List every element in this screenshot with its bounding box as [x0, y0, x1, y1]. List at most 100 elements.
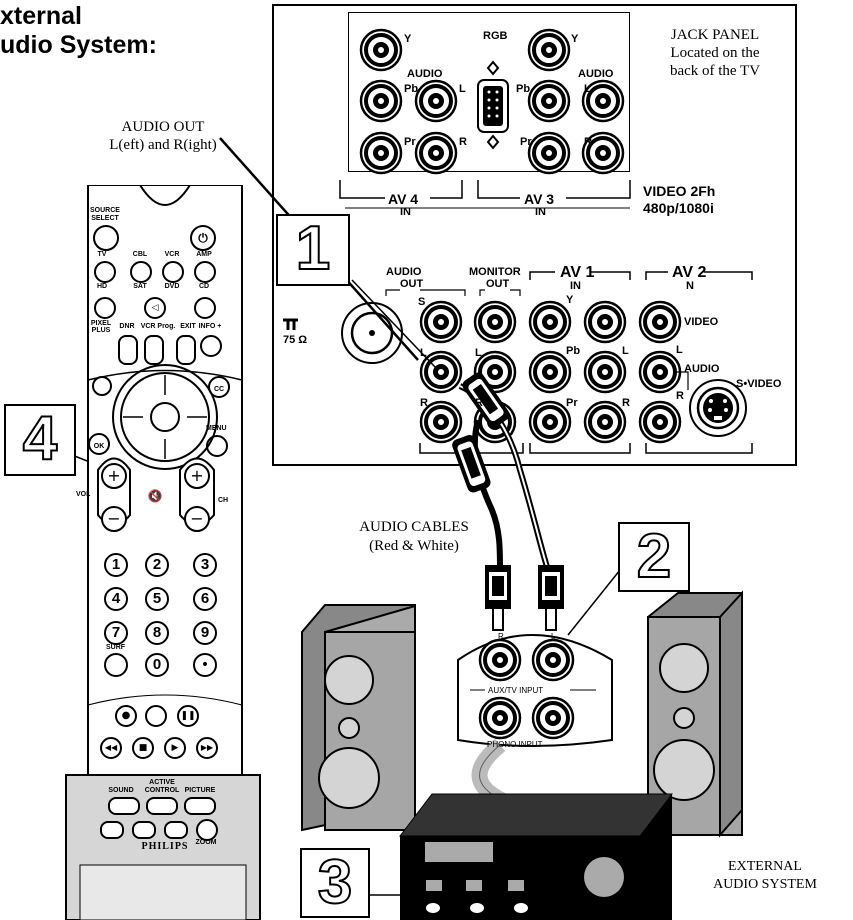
av3-pr-jack: [527, 131, 571, 175]
picture-mode-button[interactable]: [184, 797, 216, 815]
cbl-label: CBL: [132, 251, 148, 258]
cable-plug-white: [462, 372, 510, 428]
dot-button[interactable]: •: [193, 653, 217, 677]
info-button[interactable]: [200, 335, 222, 357]
jack-panel-line2: Located on the: [670, 45, 760, 61]
rgb-label: RGB: [483, 30, 508, 42]
active-control-button[interactable]: [146, 797, 178, 815]
nav-pad[interactable]: [113, 365, 217, 469]
ok-button[interactable]: OK: [88, 433, 110, 455]
mute-button[interactable]: 🔇: [146, 487, 164, 505]
sound-mode-button[interactable]: [108, 797, 140, 815]
menu-label: MENU: [206, 425, 227, 432]
mode-amp-button[interactable]: [194, 261, 216, 283]
jack-panel-caption: JACK PANEL Located on the back of the TV: [640, 26, 790, 80]
av3-audio-label: AUDIO: [578, 68, 614, 80]
source-select-button[interactable]: [93, 225, 119, 251]
vcr-prog-button[interactable]: [144, 335, 164, 365]
format-button[interactable]: [194, 297, 216, 319]
teletext-button[interactable]: [92, 376, 112, 396]
exit-label: EXIT: [180, 323, 196, 330]
dnr-label: DNR: [119, 323, 135, 330]
av2-l-label: L: [676, 344, 683, 356]
step-3-box: 3: [300, 848, 370, 918]
digit-6-button[interactable]: 6: [193, 587, 217, 611]
aux-button-3[interactable]: [164, 821, 188, 839]
av2-audio-l-jack: [638, 350, 682, 394]
digit-3-label: 3: [200, 556, 210, 573]
receiver: [398, 793, 674, 920]
digit-3-button[interactable]: 3: [193, 553, 217, 577]
aux-tv-input-label: AUX/TV INPUT: [488, 686, 544, 695]
av4-audio-l-jack: [414, 79, 458, 123]
cc-button[interactable]: CC: [208, 376, 230, 398]
digit-8-button[interactable]: 8: [145, 621, 169, 645]
rewind-button[interactable]: ◀◀: [100, 737, 122, 759]
mute-icon: 🔇: [147, 489, 163, 503]
select-label: SELECT: [91, 215, 119, 222]
pixel-label: PIXEL: [90, 320, 112, 327]
av1-l-jack: [583, 300, 627, 344]
stop-button[interactable]: ■: [132, 737, 154, 759]
svideo-jack: [689, 379, 747, 437]
av1-pr-label: Pr: [566, 397, 578, 409]
digit-7-button[interactable]: 7: [104, 621, 128, 645]
zoom-label: ZOOM: [195, 839, 217, 846]
zoom-button[interactable]: [196, 819, 218, 841]
dnr-button[interactable]: [118, 335, 138, 365]
ch-up-button[interactable]: +: [190, 466, 204, 485]
monitor-label: MONITOR: [469, 266, 521, 278]
digit-0-button[interactable]: 0: [145, 653, 169, 677]
mode-cbl-button[interactable]: [130, 261, 152, 283]
audio-out-caption: AUDIO OUT L(eft) and R(ight): [78, 118, 248, 154]
play-button[interactable]: ▶: [164, 737, 186, 759]
record-button[interactable]: ●: [115, 705, 137, 727]
digit-9-label: 9: [200, 624, 210, 641]
plug-r-lower: [485, 565, 511, 631]
power-button[interactable]: ⏻: [190, 225, 216, 251]
digit-5-button[interactable]: 5: [145, 587, 169, 611]
av1-in-label: IN: [570, 280, 581, 292]
digit-9-button[interactable]: 9: [193, 621, 217, 645]
left-speaker: [301, 604, 416, 832]
ch-down-button[interactable]: −: [190, 509, 204, 528]
audio-out-label: AUDIO: [386, 266, 422, 278]
vol-down-button[interactable]: −: [107, 509, 121, 528]
page-title: xternal udio System:: [0, 2, 157, 60]
exit-button[interactable]: [176, 335, 196, 365]
av4-r-label: R: [459, 136, 467, 148]
jack-panel-title: JACK PANEL: [670, 27, 760, 43]
menu-button[interactable]: [206, 435, 228, 457]
title-line-1: xternal: [0, 2, 82, 30]
pause-button[interactable]: ❚❚: [177, 705, 199, 727]
dvd-label: DVD: [164, 283, 180, 290]
av1-y-jack: [528, 300, 572, 344]
hd-label: HD: [96, 283, 108, 290]
digit-1-button[interactable]: 1: [104, 553, 128, 577]
fast-forward-button[interactable]: ▶▶: [196, 737, 218, 759]
mode-vcr-button[interactable]: [162, 261, 184, 283]
av3-in-label: IN: [535, 206, 546, 218]
audio-out-caption-1: AUDIO OUT: [121, 119, 205, 135]
av4-audio-r-jack: [414, 131, 458, 175]
digit-6-label: 6: [200, 590, 210, 607]
aux-button-2[interactable]: [132, 821, 156, 839]
vol-up-button[interactable]: +: [107, 466, 121, 485]
mode-tv-button[interactable]: [94, 261, 116, 283]
digit-2-button[interactable]: 2: [145, 553, 169, 577]
av1-l2-jack: [583, 350, 627, 394]
monitor-r-label: R: [475, 397, 483, 409]
svideo-label: S•VIDEO: [736, 378, 782, 390]
aux-button-1[interactable]: [100, 821, 124, 839]
digit-4-button[interactable]: 4: [104, 587, 128, 611]
sound-button[interactable]: ◁: [144, 297, 166, 319]
av4-y-jack: [359, 28, 403, 72]
av4-pb-jack: [359, 79, 403, 123]
digit-8-label: 8: [152, 624, 162, 641]
av2-r-label: R: [676, 390, 684, 402]
timer-button[interactable]: [145, 705, 167, 727]
control-label: CONTROL: [144, 787, 180, 794]
external-audio-caption: EXTERNAL AUDIO SYSTEM: [695, 858, 835, 894]
screen-button[interactable]: [94, 297, 116, 319]
surf-button[interactable]: [104, 653, 128, 677]
